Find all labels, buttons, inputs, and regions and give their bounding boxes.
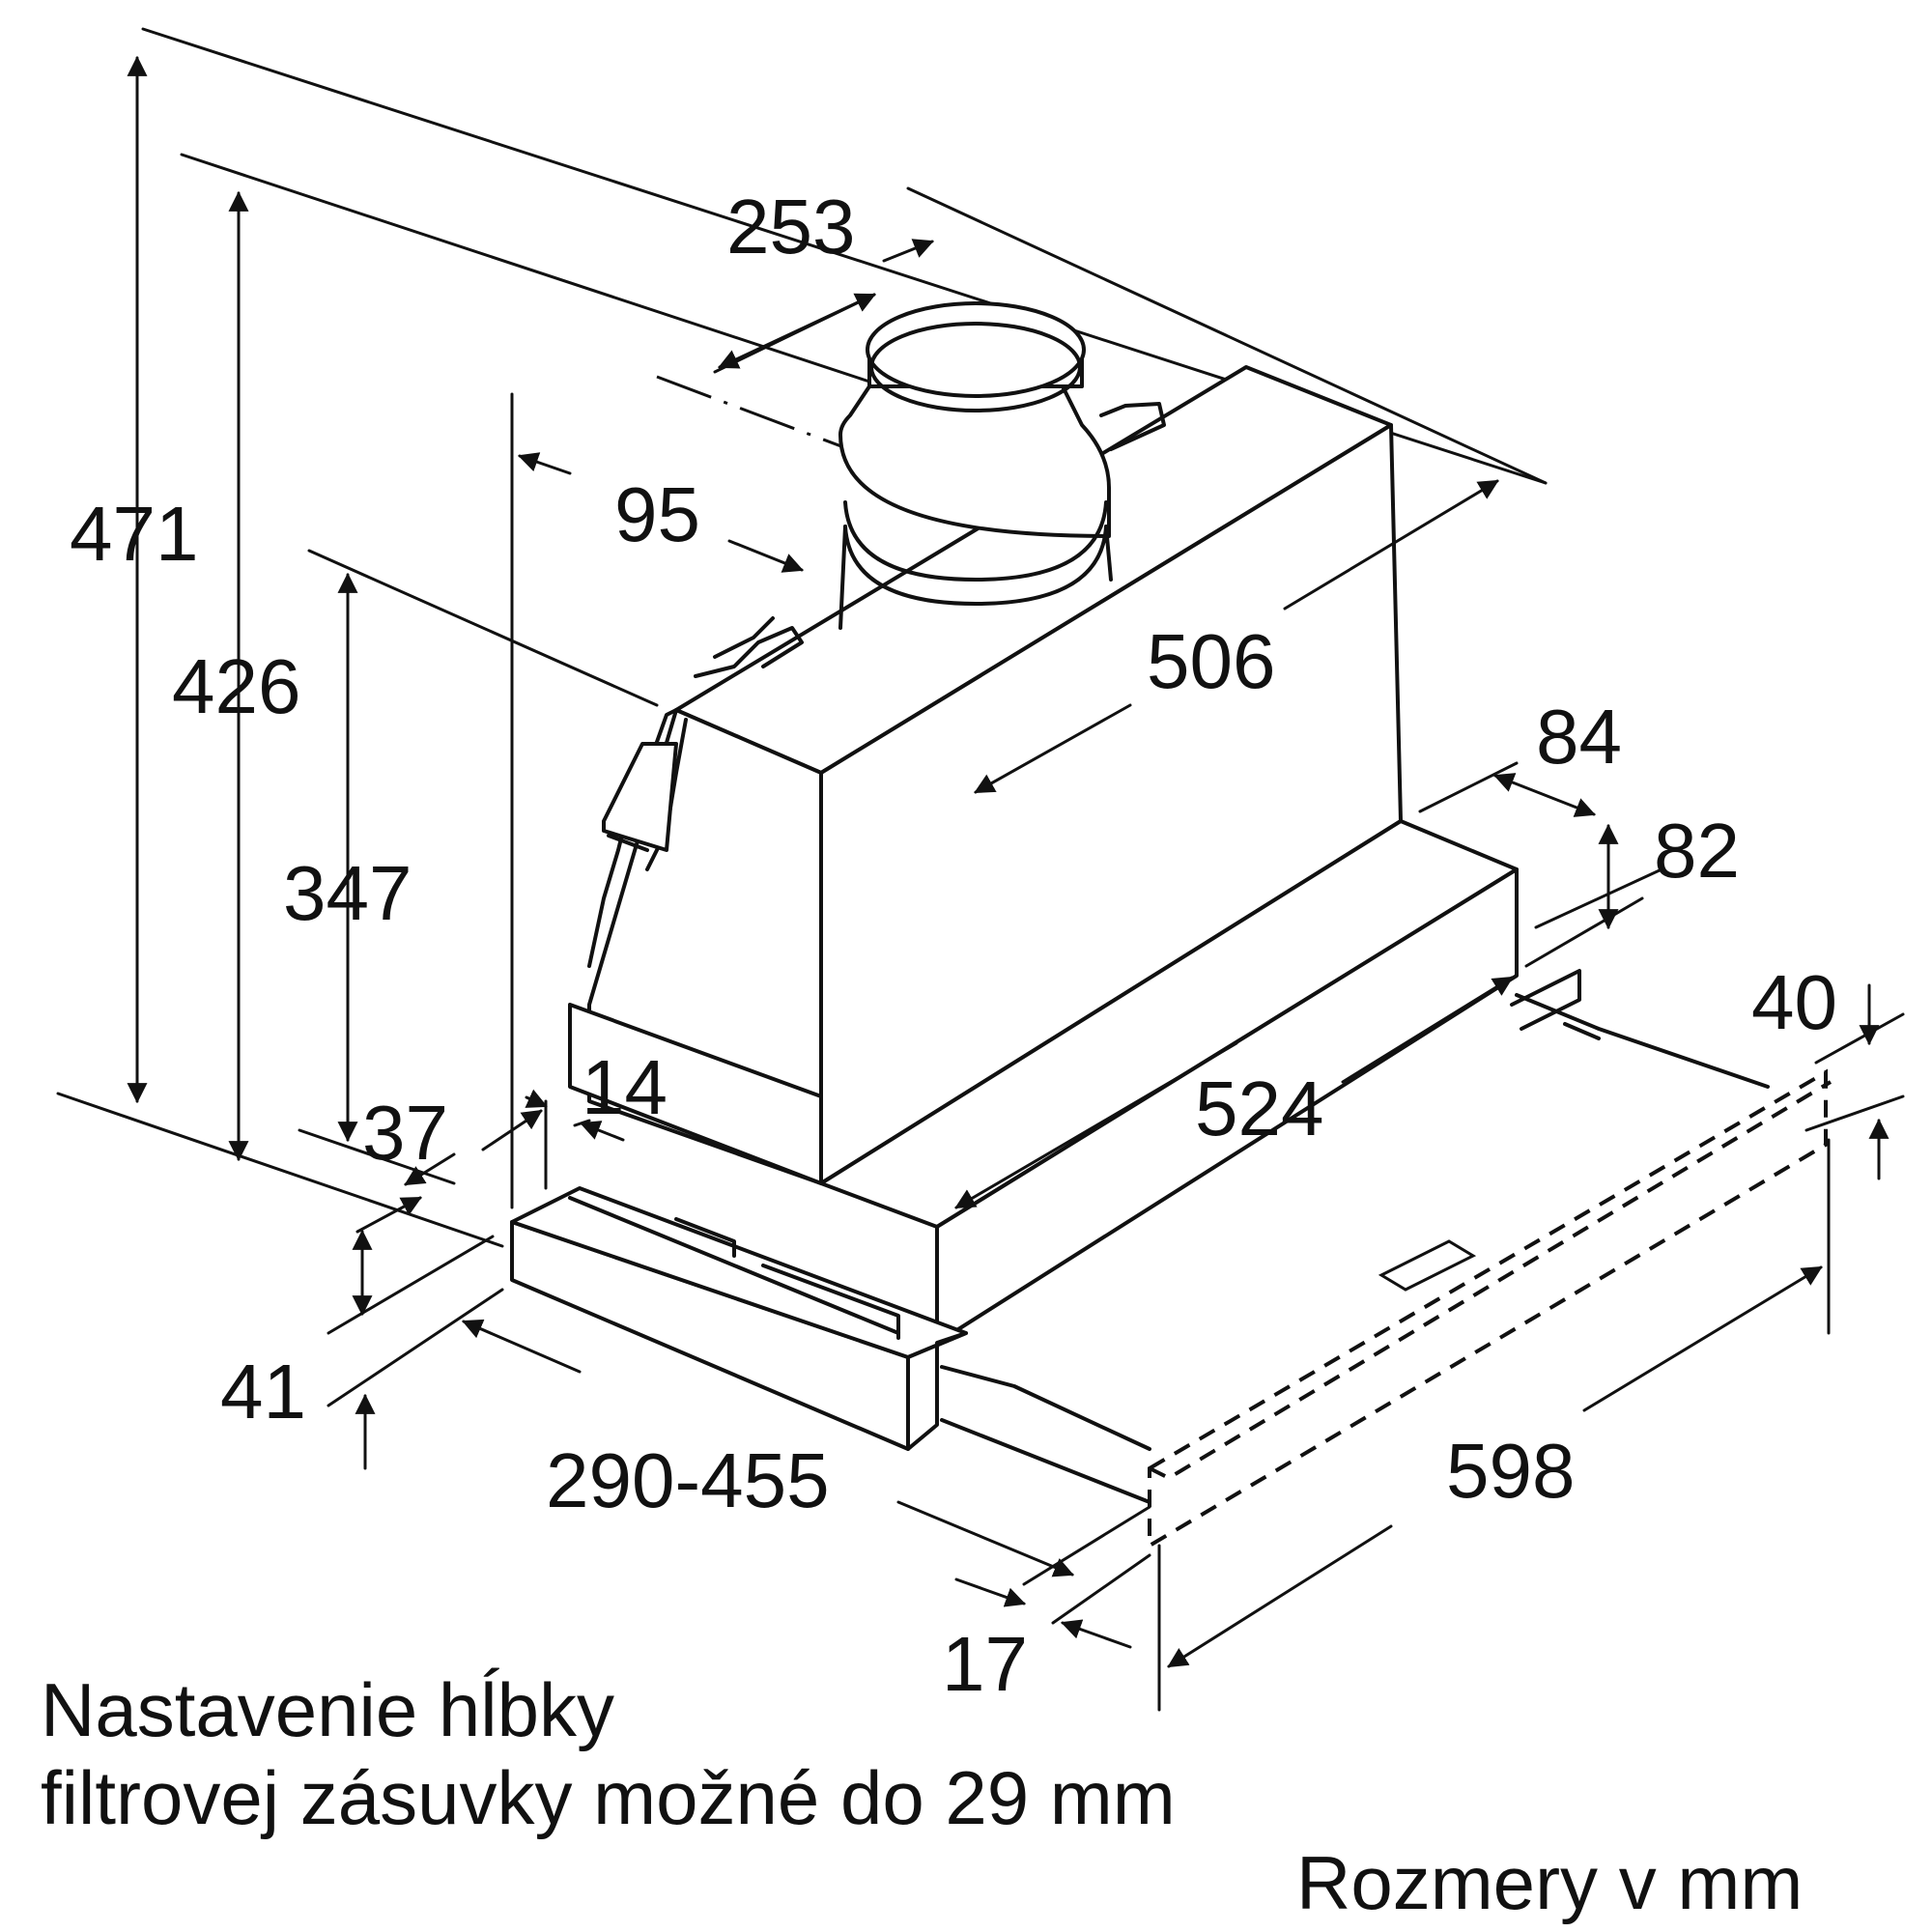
label-40: 40 (1751, 959, 1837, 1045)
drawer-dashed-outline (1148, 1068, 1833, 1549)
note-line-1: Nastavenie hĺbky (41, 1667, 614, 1752)
note-line-2: filtrovej zásuvky možné do 29 mm (41, 1755, 1176, 1840)
dim-41-arrow (355, 1196, 422, 1234)
label-17: 17 (942, 1621, 1028, 1707)
label-598: 598 (1446, 1428, 1575, 1514)
dim-37 (404, 1109, 543, 1186)
label-471: 471 (70, 491, 198, 577)
label-41: 41 (220, 1349, 306, 1435)
dim-598 (1167, 1265, 1823, 1668)
label-82: 82 (1654, 808, 1740, 894)
label-95: 95 (614, 471, 700, 557)
units-label: Rozmery v mm (1296, 1840, 1804, 1925)
label-14: 14 (582, 1044, 668, 1130)
dim-95 (518, 452, 804, 573)
dim-506 (974, 479, 1499, 794)
dim-290-455 (462, 1319, 1074, 1577)
label-347: 347 (283, 850, 412, 936)
dim-41 (352, 1229, 376, 1470)
dim-84 (1493, 773, 1596, 817)
label-290-455: 290-455 (546, 1437, 830, 1523)
label-506: 506 (1147, 618, 1275, 704)
dim-14 (525, 1089, 625, 1190)
label-84: 84 (1536, 694, 1622, 780)
label-426: 426 (172, 643, 300, 729)
dim-253 (713, 239, 934, 374)
exhaust-outlet (694, 301, 1166, 678)
dim-17 (954, 1577, 1132, 1649)
dim-40 (1859, 983, 1889, 1180)
label-253: 253 (726, 184, 855, 270)
label-37: 37 (362, 1090, 448, 1176)
dim-524 (954, 976, 1514, 1209)
label-524: 524 (1195, 1065, 1323, 1151)
side-bracket (587, 708, 688, 968)
